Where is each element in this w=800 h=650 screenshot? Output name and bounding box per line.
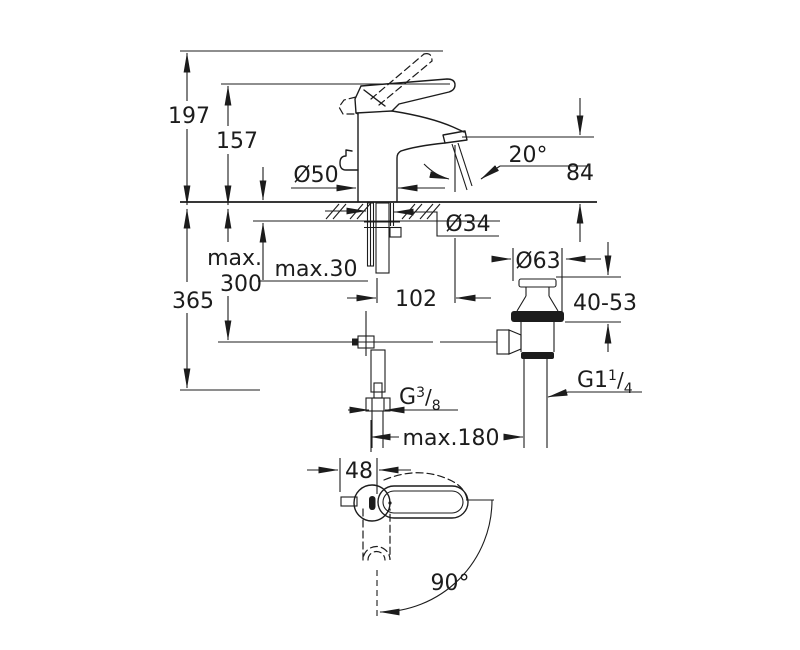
lever-swivel-dashed-up [383, 472, 468, 500]
dim-lever-height: 157 [216, 129, 258, 154]
lever-swivel-dashed-down [362, 508, 391, 561]
braided-supply-hose [370, 349, 386, 393]
dim-waste-flange-diameter: Ø63 [515, 249, 560, 274]
dim-handle-width: 48 [345, 459, 373, 484]
rod-coupling-screw [352, 338, 358, 346]
waste-lower-ring [521, 352, 554, 359]
label-waste-thread: G11/4 [577, 368, 633, 397]
pop-up-waste-valve [496, 278, 564, 448]
below-deck-assembly [218, 202, 497, 448]
handle-back-stub [340, 496, 358, 507]
threaded-shank [375, 202, 390, 274]
waste-plug-cap [518, 278, 557, 288]
dim-max-rod-reach: max.180 [403, 426, 500, 451]
handle-slot [369, 496, 376, 510]
mounting-bracket [389, 226, 402, 238]
aerator [442, 130, 468, 144]
waste-tailpipe [523, 359, 548, 448]
lever-raised-dashed [370, 53, 425, 100]
dim-spout-projection: 102 [395, 287, 437, 312]
dim-max-deck-thickness: max.30 [275, 257, 358, 282]
dim-basin-thickness-range: 40-53 [573, 291, 637, 316]
dim-swivel-angle: 90° [431, 571, 470, 596]
dim-hole-diameter: Ø34 [445, 212, 490, 237]
pivot-dot [388, 501, 392, 505]
label-supply-thread: G3/8 [399, 385, 441, 414]
water-stream [423, 142, 473, 192]
waste-flange-ring [511, 311, 564, 322]
hose-thread-pipe [371, 411, 384, 448]
dim-max-hose-length-line1: max. [207, 246, 262, 271]
dim-below-deck-depth: 365 [172, 289, 214, 314]
dim-max-hose-length-line2: 300 [220, 272, 262, 297]
dimension-lines [180, 50, 642, 618]
hose-hex-nut [365, 397, 391, 412]
pull-rod-knob [339, 149, 359, 171]
handle-top-view [340, 472, 469, 561]
dim-spout-height: 84 [566, 161, 594, 186]
dim-total-height: 197 [168, 104, 210, 129]
dimension-labels: 197 157 Ø50 20° 84 Ø34 max.30 max. 300 3… [168, 104, 637, 596]
lever-top-view [377, 485, 469, 519]
faucet-side-view [338, 53, 473, 203]
dim-body-diameter: Ø50 [293, 163, 338, 188]
label-stream-angle: 20° [509, 143, 548, 168]
